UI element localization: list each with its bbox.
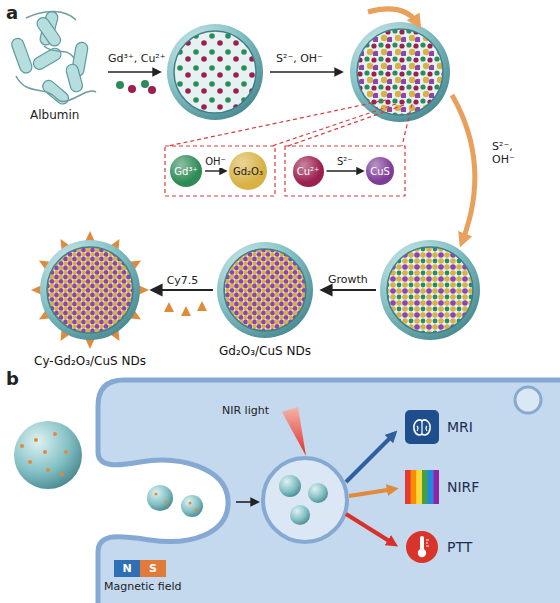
magnet-pole: N [114, 560, 140, 577]
zoom-lines [165, 100, 412, 196]
node-text: MRI [447, 419, 473, 435]
nirf-icon [405, 470, 439, 504]
icon-holder [405, 410, 439, 444]
node-text: PTT [447, 539, 472, 555]
step-arrow [270, 71, 342, 73]
vesicle [515, 387, 541, 413]
node-text: Cu²⁺ [297, 166, 320, 177]
imaging-mode: NIRF [405, 470, 479, 504]
node-text: Gd³⁺ [174, 166, 197, 177]
precipitate-sphere: Gd₂O₃ [229, 152, 267, 190]
reaction-arrow [152, 289, 213, 291]
arrow-label: Cy7.5 [166, 274, 200, 287]
imaging-mode: MRI [405, 410, 473, 444]
nanodot-particle: Gd₂O₃/CuS NDs [216, 242, 314, 358]
magnet-pole: S [140, 560, 166, 577]
panel-letter: b [6, 368, 19, 390]
reagent-label: Gd³⁺, Cu²⁺ [108, 52, 166, 65]
stimulus-label: NIR light [222, 404, 269, 417]
uptake-arrow [236, 501, 258, 503]
output-arrows [346, 434, 394, 544]
step-label: Growth [328, 273, 368, 286]
nanodot-particle [217, 242, 313, 338]
step-arrow [322, 289, 376, 291]
molecule-label: Albumin [30, 108, 79, 122]
nanodot-particle [31, 231, 149, 349]
nanoparticle [14, 421, 203, 517]
endosome [263, 458, 347, 542]
precipitate-sphere: CuS [366, 157, 394, 185]
step-arrow [108, 72, 160, 94]
reaction-arrow [327, 170, 364, 171]
albumin-nanoreactor [167, 24, 263, 120]
node-text: NIRF [447, 479, 479, 495]
arrow-label: OH⁻ [204, 156, 227, 168]
node-text: Gd₂O₃ [233, 166, 263, 177]
reagent-label: S²⁻, OH⁻ [492, 140, 536, 166]
stimulus-label: Magnetic field [104, 580, 182, 593]
mri-icon [405, 410, 439, 444]
albumin-nanoreactor [380, 240, 480, 340]
node-text: S [149, 562, 157, 575]
node-text: Cy-Gd₂O₃/CuS NDs [34, 354, 146, 368]
panel-letter: a [6, 2, 18, 24]
reaction-arrow [205, 170, 226, 171]
nir-light-beam [282, 407, 306, 456]
step-arrow [452, 95, 475, 242]
ptt-icon [405, 530, 439, 564]
albumin-protein [10, 10, 96, 106]
ion-sphere: Cu²⁺ [293, 156, 324, 187]
reagent-label: S²⁻, OH⁻ [276, 52, 323, 65]
ion-sphere: Gd³⁺ [170, 155, 202, 187]
arrow-label: S²⁻ [336, 156, 354, 168]
icon-holder [405, 530, 439, 564]
icon-holder [405, 470, 439, 504]
therapy-mode: PTT [405, 530, 472, 564]
node-text: CuS [370, 166, 390, 177]
node-text: Gd₂O₃/CuS NDs [219, 344, 311, 358]
cell [98, 380, 560, 603]
nanodot-particle: Cy-Gd₂O₃/CuS NDs [31, 240, 149, 368]
cy-dye [164, 301, 207, 316]
node-text: N [122, 562, 131, 575]
